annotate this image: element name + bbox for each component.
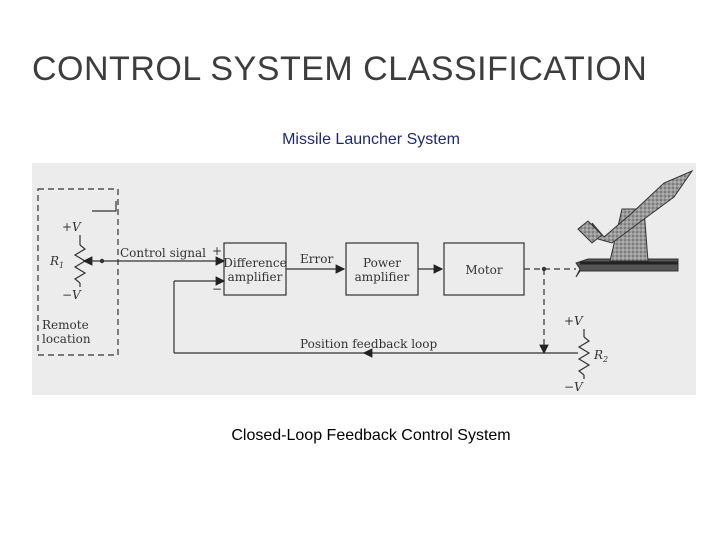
remote-step-mark (92, 201, 117, 212)
motor-label: Motor (465, 263, 503, 277)
r2-label: R2 (593, 348, 608, 364)
remote-location-box (37, 188, 119, 356)
control-signal-node (99, 258, 105, 264)
minus-sign: − (212, 282, 222, 296)
plus-sign: + (212, 244, 222, 258)
r2-resistor (577, 336, 591, 376)
difference-amplifier-line1: Difference (223, 256, 286, 270)
r1-label: R1 (49, 254, 64, 270)
r2-plus-v-label: +V (564, 314, 584, 328)
diagram-subtitle: Missile Launcher System (282, 131, 460, 148)
power-amplifier-line2: amplifier (355, 270, 410, 284)
error-label: Error (300, 252, 333, 266)
r1-minus-v-label: −V (62, 288, 82, 302)
control-signal-label: Control signal (120, 246, 206, 260)
diagram-caption: Closed-Loop Feedback Control System (231, 427, 511, 444)
difference-amplifier-line2: amplifier (228, 270, 283, 284)
missile-launcher-diagram: +V −V R1 Remote location Control signal … (32, 163, 696, 395)
missile-fin (577, 220, 603, 244)
missile-icon (591, 169, 694, 244)
r1-resistor (73, 244, 87, 284)
feedback-label: Position feedback loop (300, 337, 437, 351)
r1-plus-v-label: +V (62, 220, 82, 234)
remote-label-line1: Remote (42, 318, 89, 332)
r2-minus-v-label: −V (564, 380, 584, 394)
power-amplifier-line1: Power (363, 256, 401, 270)
remote-label-line2: location (42, 332, 91, 346)
slide-title: CONTROL SYSTEM CLASSIFICATION (32, 50, 648, 88)
